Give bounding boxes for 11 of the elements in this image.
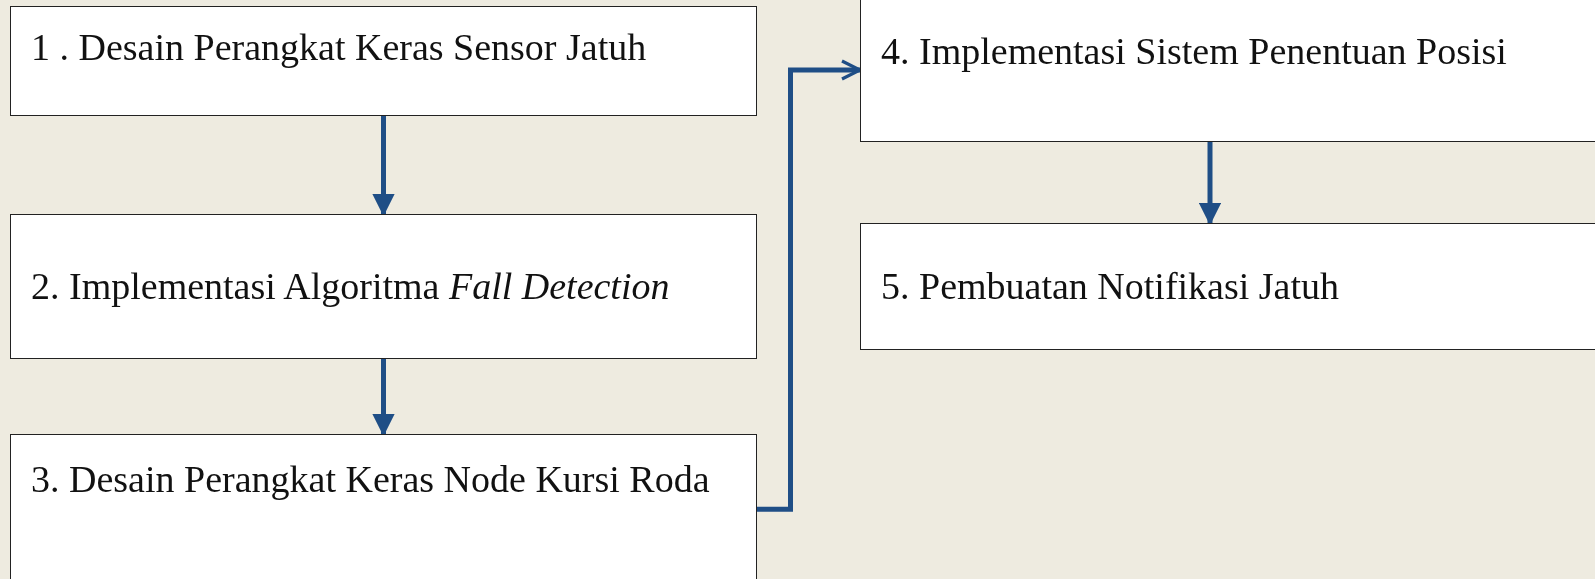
step-label: 5. Pembuatan Notifikasi Jatuh (881, 263, 1341, 309)
arrow (757, 59, 862, 512)
process-box (860, 0, 1595, 142)
process-box (10, 214, 757, 359)
step-label: 4. Implementasi Sistem Penentuan Posisi (881, 29, 1508, 74)
process-box (860, 223, 1595, 350)
step-label: 1 . Desain Perangkat Keras Sensor Jatuh (31, 25, 648, 70)
step-label: 2. Implementasi Algoritma Fall Detection (31, 263, 671, 309)
step-label: 3. Desain Perangkat Keras Node Kursi Roda (31, 457, 711, 502)
process-box (10, 434, 757, 579)
process-box (10, 6, 757, 116)
